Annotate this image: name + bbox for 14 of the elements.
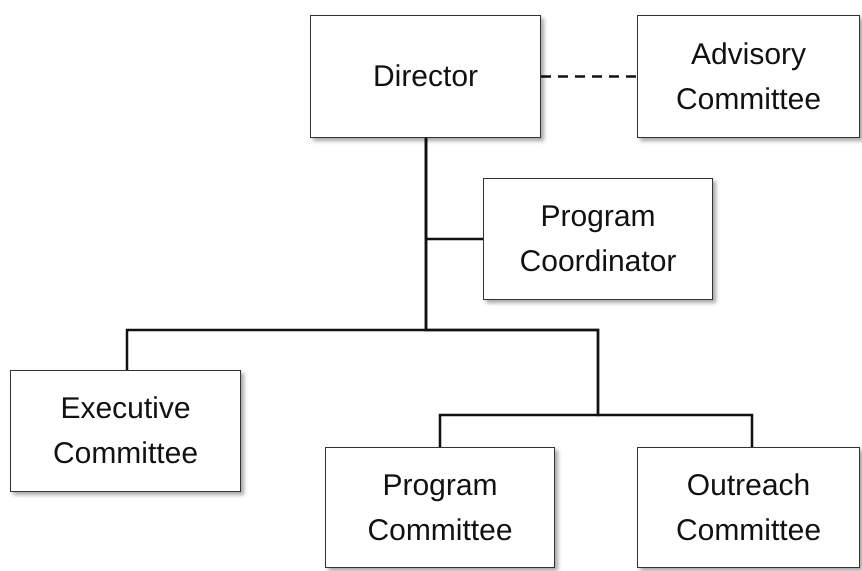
role-title: Outreach Committee bbox=[674, 468, 822, 548]
role-title: Executive Committee bbox=[52, 391, 200, 472]
role-title: Advisory Committee bbox=[674, 36, 822, 118]
role-title: Program Committee bbox=[366, 468, 514, 548]
org-box bbox=[637, 447, 860, 568]
org-box bbox=[325, 447, 555, 568]
dashed-connector bbox=[541, 75, 637, 78]
org-box bbox=[310, 15, 541, 138]
org-box bbox=[483, 178, 713, 300]
connector-line bbox=[424, 138, 754, 447]
role-title: Program Coordinator bbox=[518, 199, 678, 280]
org-box bbox=[637, 15, 860, 138]
org-box bbox=[10, 370, 241, 492]
role-title: Director bbox=[372, 59, 478, 95]
